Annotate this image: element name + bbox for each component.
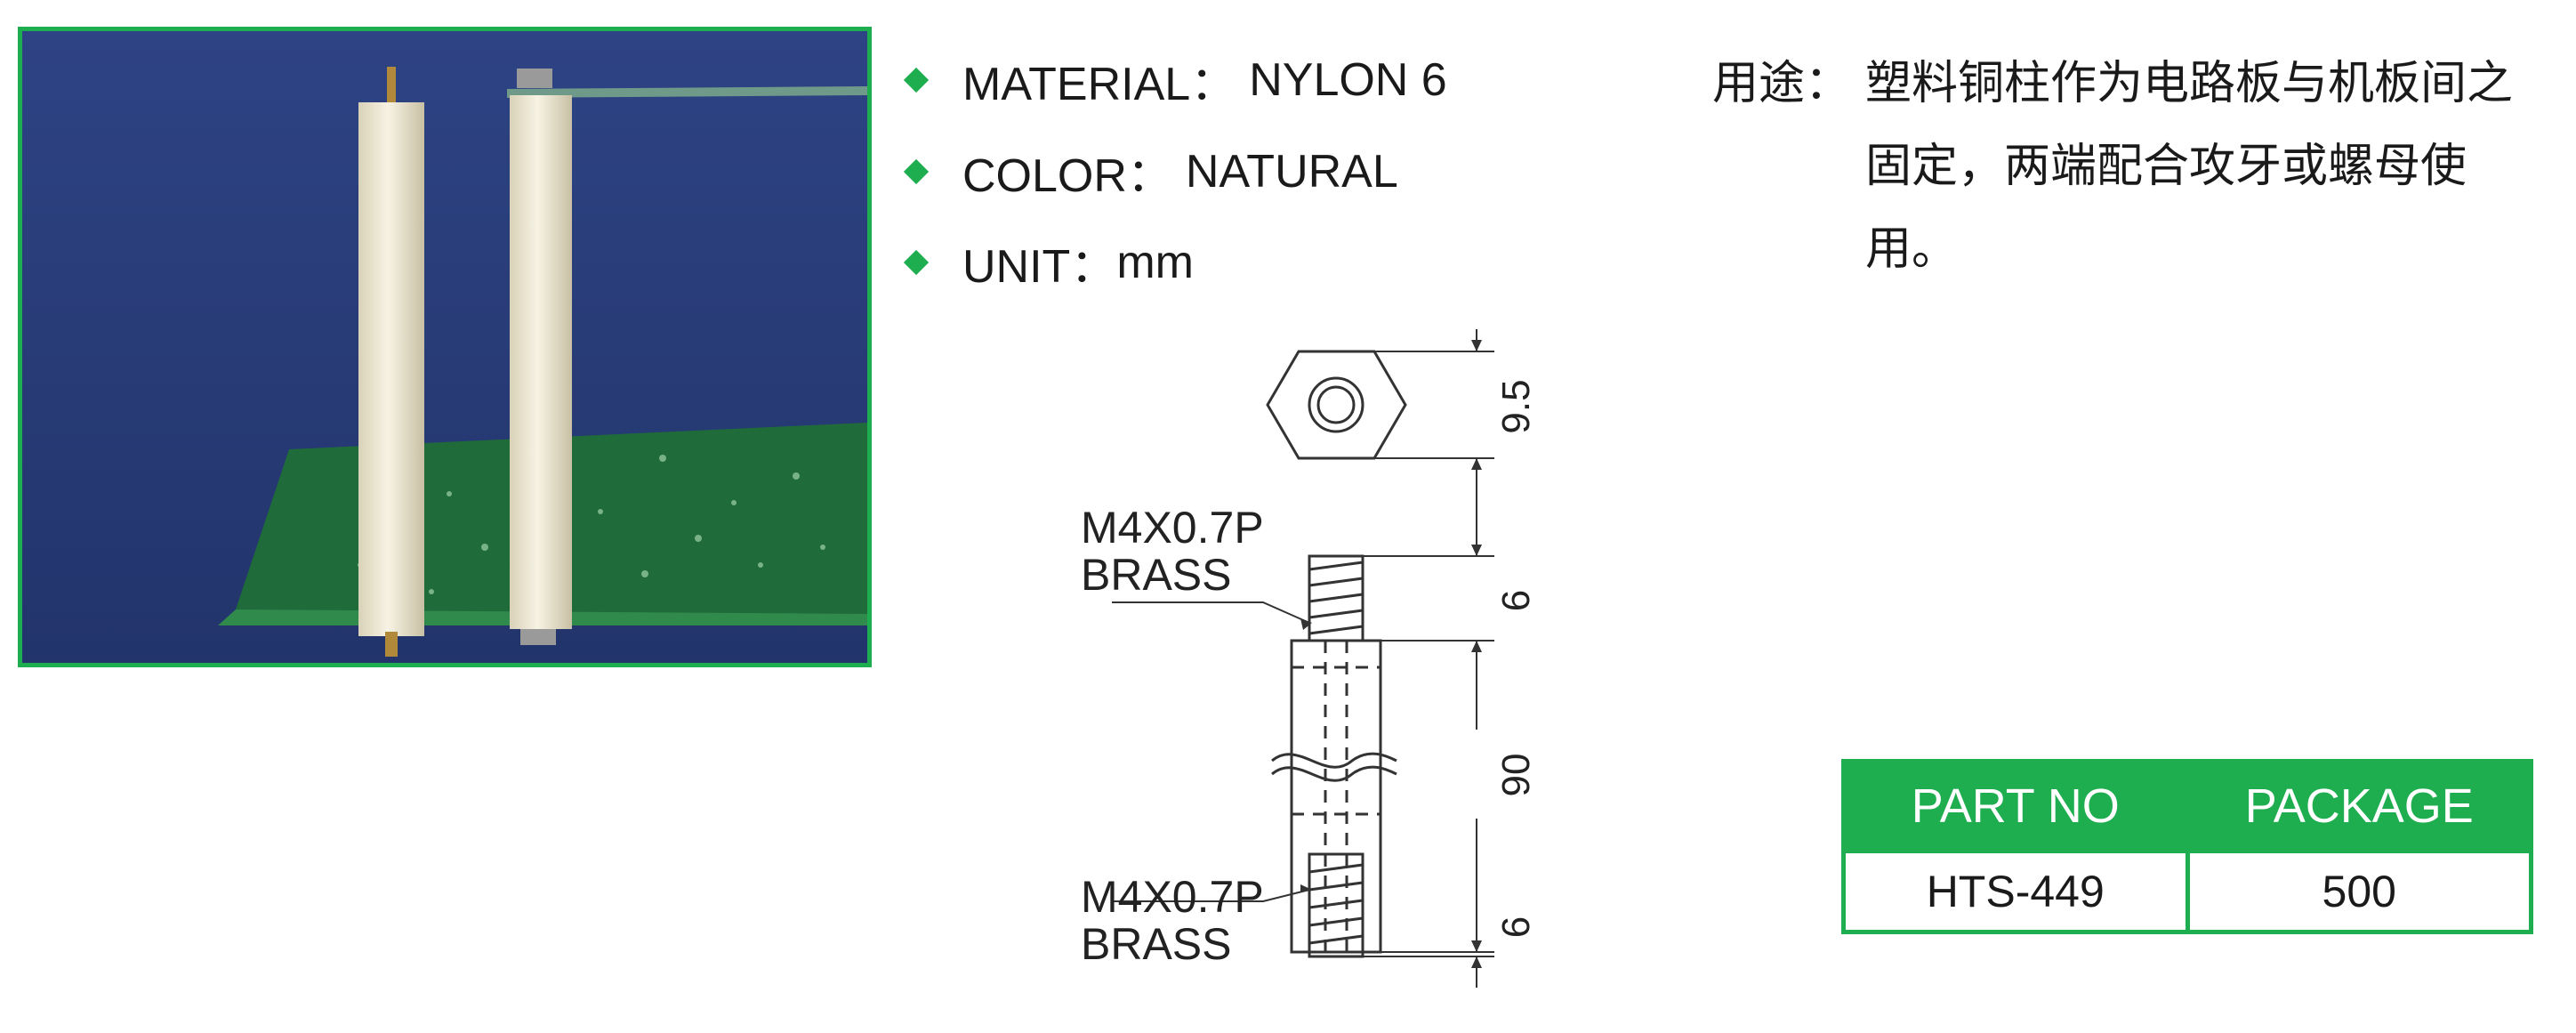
usage-text: 塑料铜柱作为电路板与机板间之固定，两端配合攻牙或螺母使用。 xyxy=(1865,57,2514,276)
product-photo xyxy=(18,27,872,667)
usage-label: 用途： xyxy=(1712,57,1852,110)
dim-top-thread: 6 xyxy=(1494,589,1538,612)
part-table: PART NO PACKAGE HTS-449 500 xyxy=(1841,759,2533,934)
cell-package: 500 xyxy=(2185,849,2533,934)
dim-bottom-thread: 6 xyxy=(1494,916,1538,939)
spec-unit-label: UNIT： xyxy=(962,241,1117,293)
dim-hex: 9.5 xyxy=(1494,379,1538,434)
spec-unit-value: mm xyxy=(1116,236,1194,288)
thread-bottom-label: M4X0.7P xyxy=(1081,872,1264,922)
cell-part-no: HTS-449 xyxy=(1841,849,2190,934)
technical-drawing: M4X0.7P BRASS M4X0.7P BRASS 9.5 6 90 6 xyxy=(1059,320,1539,997)
dim-body: 90 xyxy=(1494,753,1538,797)
table-header-row: PART NO PACKAGE xyxy=(1841,759,2533,853)
bullet-diamond-icon xyxy=(903,158,930,184)
material-bottom-label: BRASS xyxy=(1081,919,1232,969)
header-package: PACKAGE xyxy=(2185,759,2533,853)
spec-unit: UNIT： mm xyxy=(903,229,1194,295)
table-row: HTS-449 500 xyxy=(1841,849,2533,934)
spec-material: MATERIAL： NYLON 6 xyxy=(903,46,1447,113)
header-part-no: PART NO xyxy=(1841,759,2190,853)
spec-color: COLOR： NATURAL xyxy=(903,138,1398,205)
bullet-diamond-icon xyxy=(903,249,930,275)
spec-color-value: NATURAL xyxy=(1185,145,1398,198)
material-top-label: BRASS xyxy=(1081,550,1232,600)
spec-material-label: MATERIAL： xyxy=(962,59,1237,110)
thread-top-label: M4X0.7P xyxy=(1081,503,1264,553)
spec-material-value: NYLON 6 xyxy=(1249,53,1447,106)
spec-color-label: COLOR： xyxy=(962,150,1173,202)
bullet-diamond-icon xyxy=(903,67,930,93)
standoff-drawing xyxy=(1112,329,1494,988)
